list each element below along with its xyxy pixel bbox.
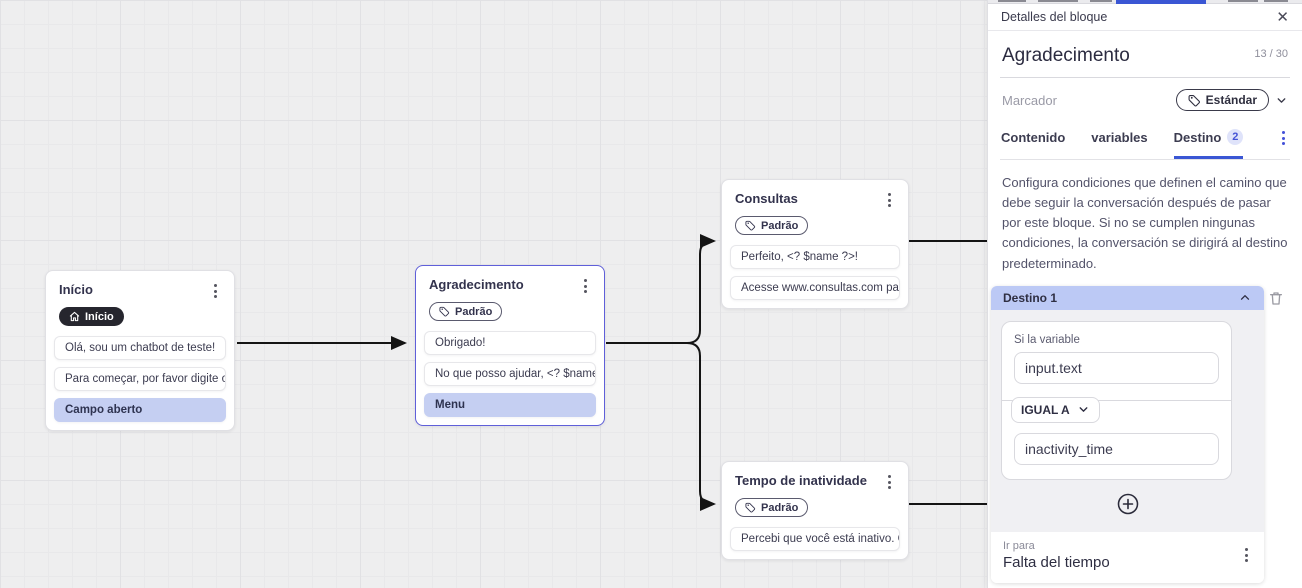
node-title: Agradecimento	[429, 277, 524, 292]
chevron-up-icon[interactable]	[1238, 291, 1252, 305]
tag-chip[interactable]: Estándar	[1175, 89, 1269, 111]
value-input[interactable]	[1014, 432, 1219, 465]
destination-header-label: Destino 1	[1003, 290, 1058, 305]
flow-node-consultas[interactable]: Consultas Padrão Perfeito, <? $name ?>! …	[721, 179, 909, 309]
goto-menu-icon[interactable]	[1241, 546, 1252, 564]
goto-label: Ir para	[1003, 539, 1035, 552]
node-title: Início	[59, 282, 93, 297]
cutoff-tab-strip	[988, 0, 1302, 4]
operator-label: IGUAL A	[1021, 402, 1070, 417]
node-type-badge: Padrão	[735, 216, 809, 235]
node-menu-icon[interactable]	[884, 191, 895, 209]
tag-icon	[1188, 94, 1200, 106]
tabs-overflow-menu-icon[interactable]	[1278, 129, 1289, 147]
panel-tabs: Contenido variables Destino 2	[1000, 123, 1290, 160]
tab-variables[interactable]: variables	[1091, 124, 1147, 159]
node-type-badge: Início	[59, 307, 124, 326]
chevron-down-icon	[1079, 407, 1088, 413]
message-item[interactable]: Perfeito, <? $name ?>!	[730, 245, 900, 269]
message-item[interactable]: Olá, sou um chatbot de teste!	[54, 336, 226, 360]
block-name-value[interactable]: Agradecimento	[1002, 45, 1130, 66]
tag-chip-label: Estándar	[1205, 93, 1257, 107]
tab-contenido[interactable]: Contenido	[1001, 124, 1065, 159]
message-item[interactable]: Obrigado!	[424, 331, 596, 355]
block-details-panel: Detalles del bloque ✕ Agradecimento 13 /…	[987, 0, 1302, 588]
flow-node-inicio[interactable]: Início Início Olá, sou um chatbot de tes…	[45, 270, 235, 431]
node-badge-label: Padrão	[455, 305, 493, 318]
node-menu-icon[interactable]	[580, 277, 591, 295]
node-badge-label: Padrão	[761, 501, 799, 514]
condition-card: Si la variable IGUAL A	[1001, 320, 1232, 480]
node-menu-icon[interactable]	[210, 282, 221, 300]
marker-placeholder[interactable]: Marcador	[1002, 92, 1057, 108]
node-badge-label: Padrão	[761, 219, 799, 232]
variable-input[interactable]	[1014, 351, 1219, 384]
panel-title: Detalles del bloque	[1001, 10, 1108, 24]
message-item-open-field[interactable]: Campo aberto	[54, 398, 226, 422]
goto-section[interactable]: Ir para Falta del tiempo	[991, 531, 1264, 583]
node-type-badge: Padrão	[429, 302, 503, 321]
tab-count-badge: 2	[1227, 129, 1244, 145]
tab-label: Destino	[1173, 129, 1222, 145]
node-title: Consultas	[735, 191, 798, 206]
message-item[interactable]: Para começar, por favor digite o ...	[54, 367, 226, 391]
close-icon[interactable]: ✕	[1276, 8, 1289, 26]
tab-destino[interactable]: Destino 2	[1173, 123, 1244, 159]
add-condition-icon[interactable]	[1116, 492, 1140, 516]
destination-header[interactable]: Destino 1	[991, 285, 1264, 310]
condition-label: Si la variable	[1014, 333, 1080, 346]
message-item[interactable]: Acesse www.consultas.com par...	[730, 276, 900, 300]
goto-value[interactable]: Falta del tiempo	[1003, 553, 1110, 571]
destination-card: Destino 1 Si la variable IGUAL A	[991, 285, 1264, 583]
message-item-menu[interactable]: Menu	[424, 393, 596, 417]
flow-node-tempo-inatividade[interactable]: Tempo de inatividade Padrão Percebi que …	[721, 461, 909, 560]
message-item[interactable]: Percebi que você está inativo. C...	[730, 527, 900, 551]
tab-label: variables	[1091, 130, 1148, 145]
tag-icon	[439, 306, 450, 317]
chevron-down-icon[interactable]	[1275, 94, 1288, 107]
flow-node-agradecimento[interactable]: Agradecimento Padrão Obrigado! No que po…	[415, 265, 605, 426]
char-counter: 13 / 30	[1254, 48, 1288, 60]
node-type-badge: Padrão	[735, 498, 809, 517]
tab-label: Contenido	[1001, 130, 1066, 145]
tag-icon	[745, 220, 756, 231]
delete-destination-icon[interactable]	[1268, 290, 1284, 306]
node-menu-icon[interactable]	[884, 473, 895, 491]
node-title: Tempo de inatividade	[735, 473, 867, 488]
block-name-field[interactable]: Agradecimento 13 / 30	[1000, 43, 1290, 78]
message-item[interactable]: No que posso ajudar, <? $name ...	[424, 362, 596, 386]
operator-select[interactable]: IGUAL A	[1011, 396, 1100, 423]
destino-description: Configura condiciones que definen el cam…	[1002, 175, 1288, 271]
tag-icon	[745, 502, 756, 513]
home-icon	[69, 311, 80, 322]
node-badge-label: Início	[85, 310, 114, 323]
